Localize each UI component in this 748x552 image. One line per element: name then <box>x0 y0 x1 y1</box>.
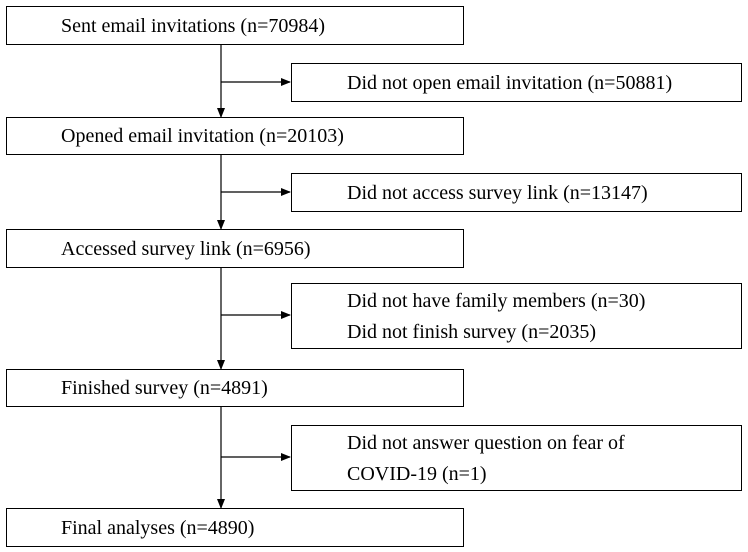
step-box-final-analyses: Final analyses (n=4890) <box>6 508 464 547</box>
step-label: Opened email invitation (n=20103) <box>61 125 344 147</box>
step-label: Accessed survey link (n=6956) <box>61 237 311 260</box>
exclusion-box-not-finished: Did not have family members (n=30) Did n… <box>291 283 742 349</box>
step-label: Finished survey (n=4891) <box>61 377 268 399</box>
step-label: Sent email invitations (n=70984) <box>61 14 326 37</box>
step-box-sent-invitations: Sent email invitations (n=70984) <box>6 6 464 45</box>
exclusion-line: Did not finish survey (n=2035) <box>347 320 597 343</box>
exclusion-line: Did not answer question on fear of <box>347 431 625 454</box>
step-box-opened-invitation: Opened email invitation (n=20103) <box>6 117 464 155</box>
exclusion-box-not-accessed: Did not access survey link (n=13147) <box>291 173 742 212</box>
step-label: Final analyses (n=4890) <box>61 516 255 539</box>
exclusion-line: Did not access survey link (n=13147) <box>347 181 648 204</box>
exclusion-line: Did not open email invitation (n=50881) <box>347 71 673 94</box>
exclusion-box-no-fear-answer: Did not answer question on fear of COVID… <box>291 425 742 491</box>
exclusion-line: Did not have family members (n=30) <box>347 289 646 312</box>
exclusion-box-not-opened: Did not open email invitation (n=50881) <box>291 63 742 102</box>
step-box-accessed-link: Accessed survey link (n=6956) <box>6 229 464 268</box>
step-box-finished-survey: Finished survey (n=4891) <box>6 369 464 407</box>
exclusion-line: COVID-19 (n=1) <box>347 462 487 485</box>
